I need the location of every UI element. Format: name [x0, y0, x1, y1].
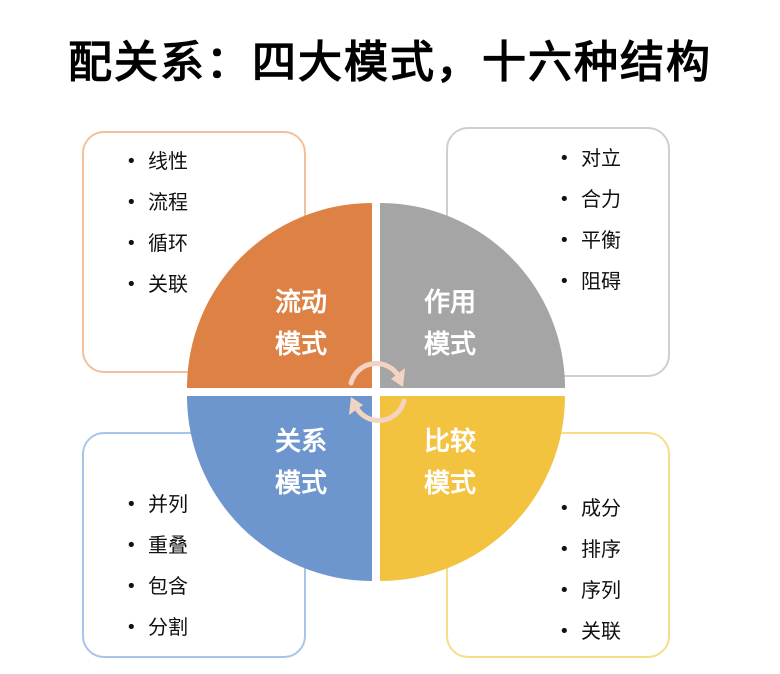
arrowhead-icon: [391, 368, 405, 387]
quadrant-label: 模式: [275, 469, 327, 499]
list-item: 平衡: [559, 220, 621, 261]
list-item: 重叠: [126, 525, 188, 566]
quadrant-label: 关系: [275, 427, 327, 457]
list-item: 对立: [559, 138, 621, 179]
list-item: 线性: [126, 141, 188, 182]
list-item: 循环: [126, 223, 188, 264]
quadrant-label: 作用: [424, 288, 476, 318]
flow-mode-list: 线性 流程 循环 关联: [126, 141, 188, 305]
list-item: 排序: [559, 529, 621, 570]
list-item: 关联: [126, 264, 188, 305]
cycle-arrows-icon: [348, 360, 407, 424]
quadrant-flow-mode: [187, 203, 372, 388]
list-item: 序列: [559, 570, 621, 611]
list-item: 分割: [126, 607, 188, 648]
quadrant-label: 模式: [424, 330, 476, 360]
page-title: 配关系：四大模式，十六种结构: [68, 37, 712, 88]
quadrant-label: 模式: [275, 330, 327, 360]
arrowhead-icon: [349, 397, 363, 415]
quadrant-relation-mode: [187, 396, 372, 581]
quadrant-comparison-mode: [380, 396, 565, 581]
list-item: 关联: [559, 611, 621, 652]
quadrant-label: 模式: [424, 469, 476, 499]
list-item: 并列: [126, 484, 188, 525]
interaction-mode-list: 对立 合力 平衡 阻碍: [559, 138, 621, 302]
list-item: 流程: [126, 182, 188, 223]
list-item: 包含: [126, 566, 188, 607]
quadrant-interaction-mode: [380, 203, 565, 388]
quadrant-label: 比较: [424, 426, 476, 457]
list-item: 合力: [559, 179, 621, 220]
relation-mode-list: 并列 重叠 包含 分割: [126, 484, 188, 648]
quadrant-label: 流动: [275, 288, 327, 318]
list-item: 阻碍: [559, 261, 621, 302]
list-item: 成分: [559, 488, 621, 529]
comparison-mode-list: 成分 排序 序列 关联: [559, 488, 621, 652]
